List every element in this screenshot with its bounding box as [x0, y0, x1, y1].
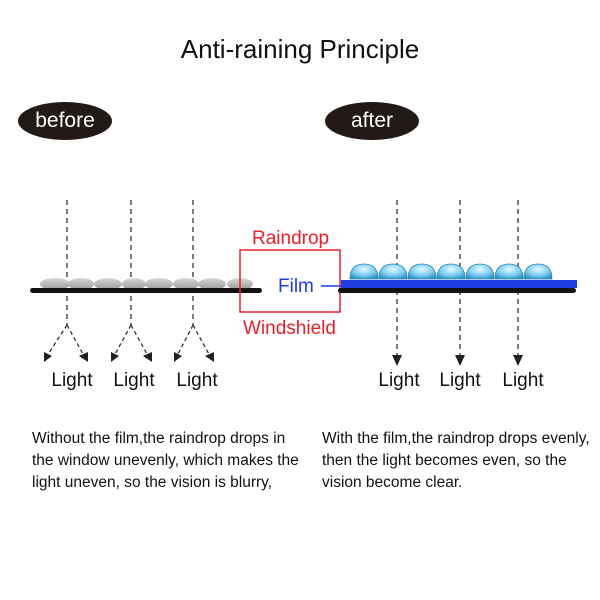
- right-arrowheads: [392, 355, 523, 366]
- left-incoming-rays: [66, 200, 194, 325]
- legend-box: [239, 249, 341, 313]
- left-light-label-2: Light: [113, 370, 155, 391]
- left-scattered-rays: [46, 324, 211, 357]
- left-arrowheads: [44, 352, 214, 362]
- left-light-label-3: Light: [176, 370, 218, 391]
- left-windshield: [30, 288, 262, 293]
- right-film: [341, 280, 577, 288]
- right-raindrops: [349, 263, 553, 280]
- windshield-label: Windshield: [243, 318, 336, 339]
- right-light-label-3: Light: [502, 370, 544, 391]
- right-light-label-2: Light: [439, 370, 481, 391]
- after-badge: after: [325, 102, 419, 140]
- raindrop-label: Raindrop: [252, 228, 329, 249]
- with-film-description: With the film,the raindrop drops evenly,…: [322, 430, 590, 491]
- film-label: Film: [278, 276, 314, 297]
- left-raindrops: [40, 278, 253, 290]
- without-film-description: Without the film,the raindrop drops in t…: [32, 430, 299, 491]
- before-badge: before: [18, 102, 112, 140]
- left-light-label-1: Light: [51, 370, 93, 391]
- diagram-title: Anti-raining Principle: [180, 34, 420, 64]
- right-windshield: [338, 288, 576, 293]
- right-light-label-1: Light: [378, 370, 420, 391]
